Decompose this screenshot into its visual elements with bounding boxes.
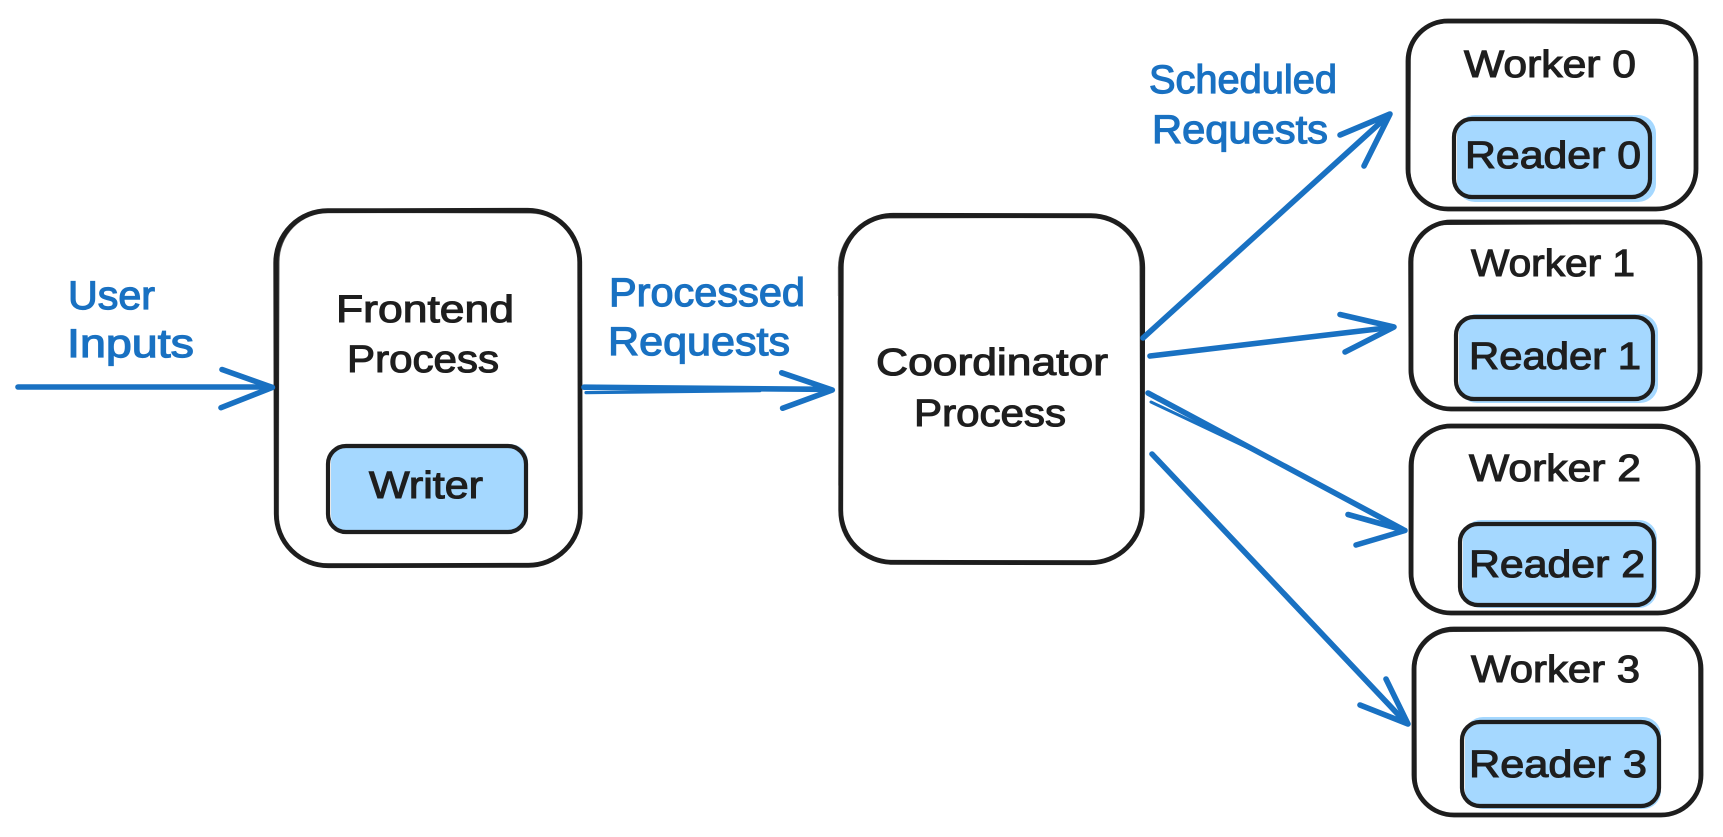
svg-text:User: User bbox=[68, 274, 155, 318]
svg-text:Worker 1: Worker 1 bbox=[1471, 243, 1635, 285]
svg-text:Frontend: Frontend bbox=[336, 289, 514, 331]
svg-text:Reader 1: Reader 1 bbox=[1469, 336, 1641, 378]
svg-text:Reader 2: Reader 2 bbox=[1469, 544, 1645, 586]
svg-text:Worker 2: Worker 2 bbox=[1469, 448, 1641, 490]
svg-text:Worker 3: Worker 3 bbox=[1471, 649, 1640, 691]
svg-text:Process: Process bbox=[914, 393, 1066, 435]
svg-text:Worker 0: Worker 0 bbox=[1464, 44, 1636, 86]
svg-text:Scheduled: Scheduled bbox=[1149, 58, 1337, 102]
svg-text:Reader 3: Reader 3 bbox=[1469, 744, 1647, 786]
svg-text:Requests: Requests bbox=[608, 320, 790, 364]
svg-text:Requests: Requests bbox=[1152, 108, 1328, 152]
svg-text:Coordinator: Coordinator bbox=[876, 342, 1108, 384]
svg-text:Process: Process bbox=[347, 339, 499, 381]
svg-text:Writer: Writer bbox=[369, 465, 483, 507]
svg-text:Inputs: Inputs bbox=[67, 322, 194, 366]
svg-text:Processed: Processed bbox=[609, 271, 805, 315]
svg-text:Reader 0: Reader 0 bbox=[1465, 135, 1641, 177]
